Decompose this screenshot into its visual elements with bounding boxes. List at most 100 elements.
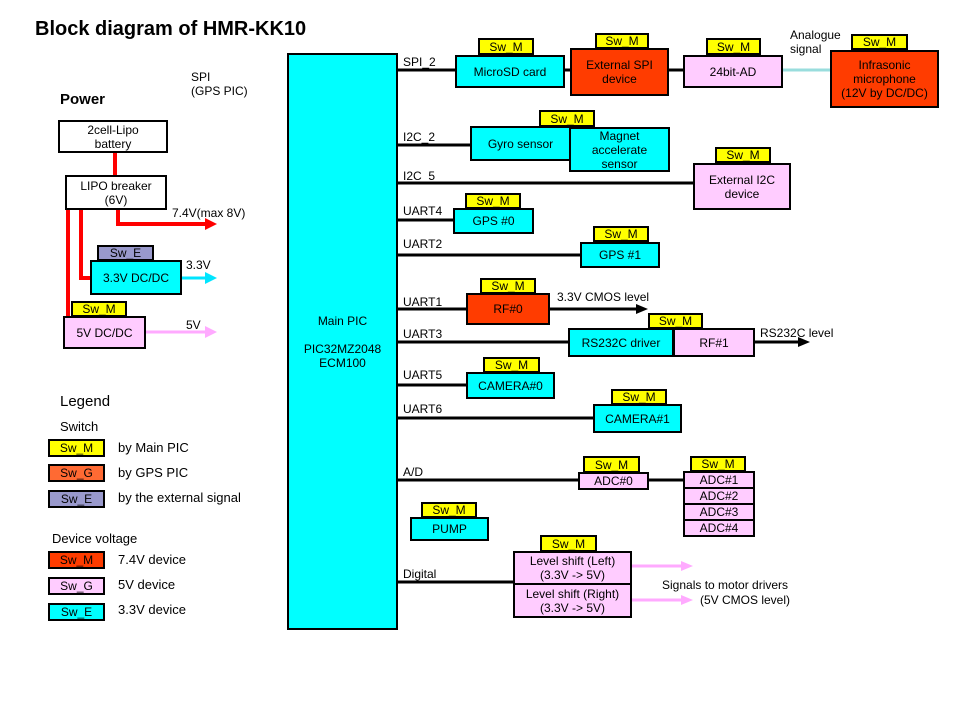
microsd-label: MicroSD card	[473, 64, 547, 79]
gps0-block: GPS #0	[453, 208, 534, 234]
battery-line2: battery	[94, 136, 132, 151]
breaker-to-3v3-dcdc-line	[79, 209, 91, 280]
motor-signals-label-line1: Signals to motor drivers	[662, 578, 789, 592]
legend-heading: Legend	[60, 393, 111, 410]
legend-switch-external-text: by the external signal	[118, 490, 241, 505]
level-shift-right-line1: Level shift (Right)	[525, 586, 620, 601]
bus-label-uart6: UART6	[403, 402, 443, 416]
spi-note-line2: (GPS PIC)	[191, 84, 248, 98]
legend-switch-main-tag: Sw_M	[48, 439, 105, 457]
magnet-line3: sensor	[601, 156, 638, 171]
ad-24bit-label: 24bit-AD	[709, 64, 757, 79]
legend-switch-gps-tag: Sw_G	[48, 464, 105, 482]
battery-block: 2cell-Lipo battery	[58, 120, 168, 153]
spi-note-line1: SPI	[191, 70, 211, 84]
dcdc-3v3-arrowhead	[205, 272, 217, 284]
ad-24bit-block: 24bit-AD	[683, 55, 783, 88]
main-pic-block: Main PIC PIC32MZ2048 ECM100	[287, 53, 398, 630]
microsd-switch-tag: Sw_M	[478, 38, 534, 55]
magnet-line2: accelerate	[591, 142, 648, 157]
legend-voltage-7v4-text: 7.4V device	[118, 552, 186, 567]
gps0-label: GPS #0	[472, 214, 515, 228]
external-i2c-switch-tag: Sw_M	[715, 147, 771, 163]
bus-label-spi2: SPI_2	[403, 55, 436, 69]
legend-voltage-heading: Device voltage	[52, 531, 138, 546]
legend-switch-heading: Switch	[60, 419, 99, 434]
dcdc-3v3-switch-tag: Sw_E	[97, 245, 154, 261]
pump-block: PUMP	[410, 517, 489, 541]
rf0-output-arrowhead	[636, 304, 648, 314]
external-i2c-block: External I2C device	[693, 163, 791, 210]
infrasonic-microphone-block: Infrasonic microphone (12V by DC/DC)	[830, 50, 939, 108]
dcdc-5v-label: 5V DC/DC	[76, 325, 133, 340]
rf1-output-arrowhead	[798, 337, 810, 347]
bus-label-uart2: UART2	[403, 237, 443, 251]
rf1-block: RF#1	[673, 328, 755, 357]
adc3-label: ADC#3	[699, 505, 739, 519]
lipo-breaker-block: LIPO breaker (6V)	[65, 175, 167, 210]
power-heading: Power	[60, 91, 106, 108]
diagram-title: Block diagram of HMR-KK10	[35, 18, 307, 40]
breaker-line2: (6V)	[104, 192, 128, 207]
legend-voltage-3v3-tag: Sw_E	[48, 603, 105, 621]
analogue-signal-line1: Analogue	[790, 28, 841, 42]
breaker-line1: LIPO breaker	[80, 178, 152, 193]
spi-gps-pic-note: SPI (GPS PIC)	[191, 70, 248, 98]
level-shift-left-arrowhead	[681, 561, 693, 571]
magnet-line1: Magnet	[599, 128, 640, 143]
microsd-block: MicroSD card	[455, 55, 565, 88]
rf1-output-label: RS232C level	[760, 326, 834, 340]
level-shift-switch-tag: Sw_M	[540, 535, 597, 552]
main-pic-name: Main PIC	[317, 313, 368, 328]
bus-label-uart3: UART3	[403, 327, 443, 341]
legend-voltage-7v4-tag: Sw_M	[48, 551, 105, 569]
adc0-switch-tag: Sw_M	[583, 456, 640, 473]
bus-label-i2c5: I2C_5	[403, 169, 436, 183]
infrasonic-line1: Infrasonic	[858, 58, 911, 72]
external-spi-switch-tag: Sw_M	[595, 33, 649, 49]
bus-label-ad: A/D	[403, 465, 424, 479]
rf1-switch-tag: Sw_M	[648, 313, 703, 329]
adc4-block: ADC#4	[683, 519, 755, 537]
rf0-output-label: 3.3V CMOS level	[557, 290, 650, 304]
dcdc-3v3-block: 3.3V DC/DC	[90, 260, 182, 295]
gyro-sensor-block: Gyro sensor	[470, 126, 571, 161]
adc0-label: ADC#0	[594, 474, 633, 488]
rs232c-driver-block: RS232C driver	[568, 328, 674, 357]
dcdc-5v-switch-tag: Sw_M	[71, 301, 127, 317]
main-pic-variant: ECM100	[319, 355, 366, 370]
external-spi-line2: device	[602, 72, 637, 86]
camera0-label: CAMERA#0	[478, 378, 543, 393]
analogue-signal-line2: signal	[790, 42, 822, 56]
level-shift-right-block: Level shift (Right) (3.3V -> 5V)	[513, 583, 632, 618]
bus-label-digital: Digital	[403, 567, 437, 581]
gps1-switch-tag: Sw_M	[593, 226, 649, 242]
rf0-switch-tag: Sw_M	[480, 278, 536, 294]
adc0-block: ADC#0	[578, 472, 649, 490]
breaker-7v4-arrowhead	[205, 218, 217, 230]
level-shift-right-line2: (3.3V -> 5V)	[539, 600, 606, 615]
bus-label-i2c2: I2C_2	[403, 130, 436, 144]
output-5v-label: 5V	[186, 318, 201, 332]
adc2-label: ADC#2	[699, 489, 739, 503]
gps1-block: GPS #1	[580, 242, 660, 268]
camera0-switch-tag: Sw_M	[483, 357, 540, 373]
legend-switch-external-tag: Sw_E	[48, 490, 105, 508]
motor-signals-label-line2: (5V CMOS level)	[700, 593, 791, 607]
magnet-accelerate-sensor-block: Magnet accelerate sensor	[569, 127, 670, 172]
camera1-block: CAMERA#1	[593, 404, 682, 433]
analogue-signal-label: Analogue signal	[790, 28, 841, 56]
infrasonic-switch-tag: Sw_M	[851, 34, 908, 50]
pump-label: PUMP	[432, 522, 467, 536]
external-spi-line1: External SPI	[586, 58, 653, 72]
gyro-label: Gyro sensor	[487, 136, 554, 151]
breaker-7v4-output-line	[116, 209, 206, 226]
infrasonic-line2: microphone	[853, 72, 916, 86]
adc4-label: ADC#4	[699, 521, 739, 535]
external-i2c-line1: External I2C	[708, 172, 776, 187]
adc-bank-switch-tag: Sw_M	[690, 456, 746, 472]
battery-line1: 2cell-Lipo	[87, 122, 139, 137]
rf1-label: RF#1	[699, 335, 729, 350]
